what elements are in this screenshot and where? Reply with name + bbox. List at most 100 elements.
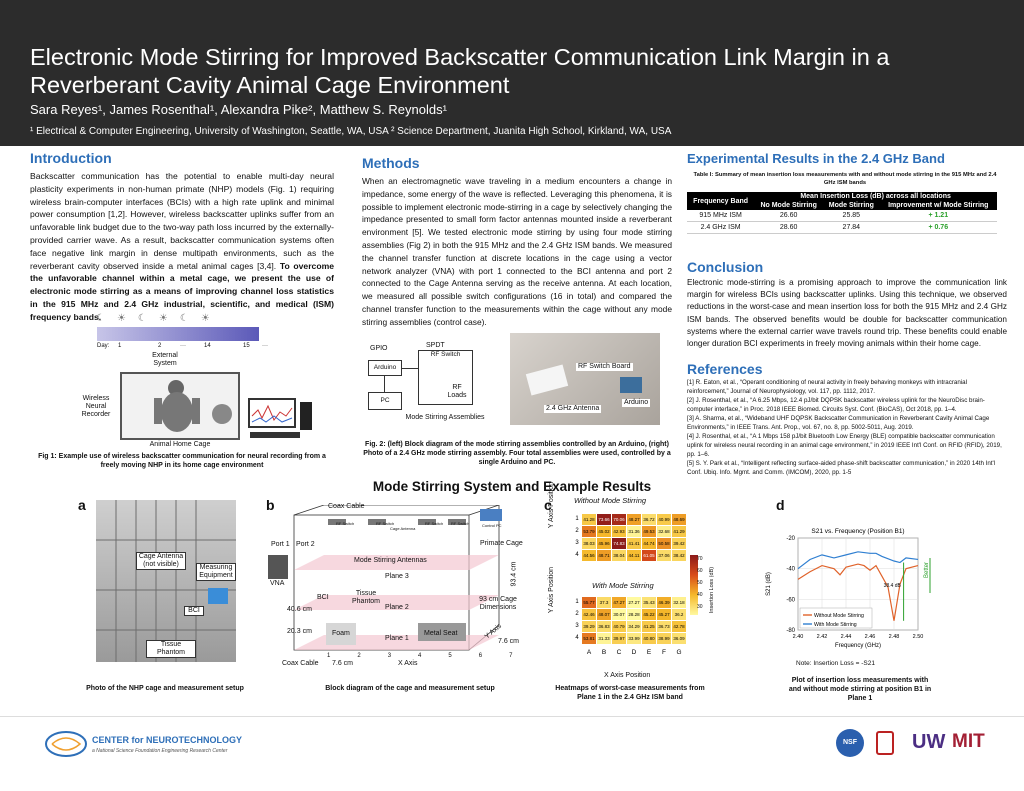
photo-rf-switch-label: RF Switch Board xyxy=(576,363,633,371)
cage-antenna-tag: Cage Antenna xyxy=(390,526,416,531)
without-label: Without Mode Stirring xyxy=(574,496,647,505)
x-tick: 3 xyxy=(387,653,419,659)
legend-entry: With Mode Stirring xyxy=(814,622,857,628)
day-dots-1: ··· xyxy=(180,343,186,349)
heatmap-cell: 45.22 xyxy=(642,609,656,620)
cage-photo: Cage Antenna (not visible) Measuring Equ… xyxy=(96,500,236,662)
results-heading: Experimental Results in the 2.4 GHz Band xyxy=(687,151,945,166)
colorbar-ticks: 70 60 50 40 30 xyxy=(697,553,703,613)
chart-note: Note: Insertion Loss = -S21 xyxy=(796,660,875,667)
gpio-label: GPIO xyxy=(370,345,388,352)
reference-item: [1] R. Eaton, et al., “Operant condition… xyxy=(687,379,967,395)
x-tick-label: 2.40 xyxy=(793,634,804,640)
bottom-section-title: Mode Stirring System and Example Results xyxy=(372,479,652,494)
rf-loads-label: RF Loads xyxy=(447,384,467,399)
port2-label: Port 2 xyxy=(296,541,315,548)
x-tick-label: 2.50 xyxy=(913,634,924,640)
y-tick-label: -80 xyxy=(786,628,795,634)
monkey-icon xyxy=(154,380,232,432)
heatmap-cell: 44.74 xyxy=(642,538,656,549)
nsf-logo-icon: NSF xyxy=(836,729,864,757)
connector-line-2 xyxy=(402,368,418,369)
heatmap-cell: 44.11 xyxy=(627,550,641,561)
mode-stirring-photo: RF Switch Board 2.4 GHz Antenna Arduino xyxy=(510,333,660,425)
heatmap-cell: 49.53 xyxy=(642,526,656,537)
x-tick-label: 2.44 xyxy=(841,634,852,640)
heatmap-cell: 38.04 xyxy=(612,550,626,561)
heatmap-cell: 50.58 xyxy=(657,538,671,549)
heatmap-cell: 40.80 xyxy=(642,633,656,644)
heatmap-row-label: 4 xyxy=(575,635,579,641)
heatmap-cell: 40.79 xyxy=(612,621,626,632)
heatmap-cell: 73.66 xyxy=(597,514,611,525)
legend-box xyxy=(799,607,873,629)
tissue-phantom-label: Tissue Phantom xyxy=(146,640,196,658)
references-list: [1] R. Eaton, et al., “Operant condition… xyxy=(687,378,1007,477)
control-pc-tag: Control PC xyxy=(482,523,502,528)
heatmap-cell: 36.2 xyxy=(672,609,686,620)
fig2-caption: Fig. 2: (left) Block diagram of the mode… xyxy=(363,441,671,466)
heatmap-col-label: D xyxy=(631,649,637,656)
heatmap-cell: 32.18 xyxy=(672,597,686,608)
day-15: 15 xyxy=(243,343,250,349)
heatmap-cell: 38.42 xyxy=(672,550,686,561)
heatmap-cell: 48.07 xyxy=(597,609,611,620)
cage-outline xyxy=(120,372,240,440)
x-tick: 1 xyxy=(327,653,358,659)
cage-diagram xyxy=(268,505,502,651)
panel-a-caption: Photo of the NHP cage and measurement se… xyxy=(86,685,244,692)
heatmap-col-label: A xyxy=(586,649,592,656)
cnt-title: CENTER for NEUROTECHNOLOGY xyxy=(92,735,243,745)
heatmap-cell: 41.28 xyxy=(582,514,596,525)
x-tick-label: 2.42 xyxy=(817,634,828,640)
heatmap-cell: 36.83 xyxy=(597,621,611,632)
col-no: No Mode Stirring xyxy=(754,201,824,210)
table-row: 915 MHz ISM 26.60 25.85 + 1.21 xyxy=(687,210,997,222)
heatmap-cell: 45.02 xyxy=(597,526,611,537)
port1-label: Port 1 xyxy=(271,541,290,548)
heatmap-cell: 31.33 xyxy=(597,633,611,644)
heatmap-cell: 55.77 xyxy=(582,597,596,608)
heatmap-cell: 41.41 xyxy=(627,538,641,549)
heatmap-cell: 35.43 xyxy=(642,597,656,608)
panel-a-letter: a xyxy=(78,497,86,513)
heatmap-row-label: 3 xyxy=(575,623,579,629)
heatmap-col-label: F xyxy=(662,649,666,656)
brain-logo-icon xyxy=(45,731,87,757)
heatmap-cell: 47.27 xyxy=(612,597,626,608)
series-line xyxy=(797,551,919,570)
cage-dims-label: 93 cm Cage Dimensions xyxy=(479,596,517,611)
plane1-label: Plane 1 xyxy=(385,635,409,642)
timeline-bar xyxy=(97,327,259,341)
x-tick-label: 2.46 xyxy=(865,634,876,640)
reference-item: [3] A. Sharma, et al., “Wideband UHF DQP… xyxy=(687,415,990,431)
cage-label: Animal Home Cage xyxy=(149,441,211,448)
connector-line xyxy=(384,376,385,392)
cell-yes: 25.85 xyxy=(823,210,880,222)
monitor-icon xyxy=(248,398,296,428)
cell-no: 26.60 xyxy=(754,210,824,222)
x-ticks: 1234567 xyxy=(327,652,539,660)
reference-item: [5] S. Y. Park et al., “Intelligent refl… xyxy=(687,460,996,476)
methods-heading: Methods xyxy=(362,155,420,171)
poster-header: Electronic Mode Stirring for Improved Ba… xyxy=(0,0,1024,146)
references-heading: References xyxy=(687,361,763,377)
day-dots-2: ··· xyxy=(262,343,268,349)
heatmap-cell: 30.07 xyxy=(612,609,626,620)
cage-grid xyxy=(96,500,236,662)
heatmap-cell: 37.06 xyxy=(657,550,671,561)
conclusion-text: Electronic mode-stirring is a promising … xyxy=(687,278,1007,349)
assemblies-label: Mode Stirring Assemblies xyxy=(405,414,485,421)
y-tick-label: -20 xyxy=(786,536,795,542)
heatmap-cell: 53.79 xyxy=(582,526,596,537)
x-axis-label: Frequency (GHz) xyxy=(835,643,881,649)
results-table: Frequency Band Mean Insertion Loss (dB) … xyxy=(687,192,997,234)
heatmap-cell: 42.46 xyxy=(582,609,596,620)
photo-antenna-label: 2.4 GHz Antenna xyxy=(544,405,602,413)
heatmap-cell: 39.42 xyxy=(672,538,686,549)
coax2-label: Coax Cable xyxy=(282,660,319,667)
panel-c-caption: Heatmaps of worst-case measurements from… xyxy=(555,685,705,701)
col-yes: Mode Stirring xyxy=(823,201,880,210)
heatmap-cell: 34.29 xyxy=(627,621,641,632)
